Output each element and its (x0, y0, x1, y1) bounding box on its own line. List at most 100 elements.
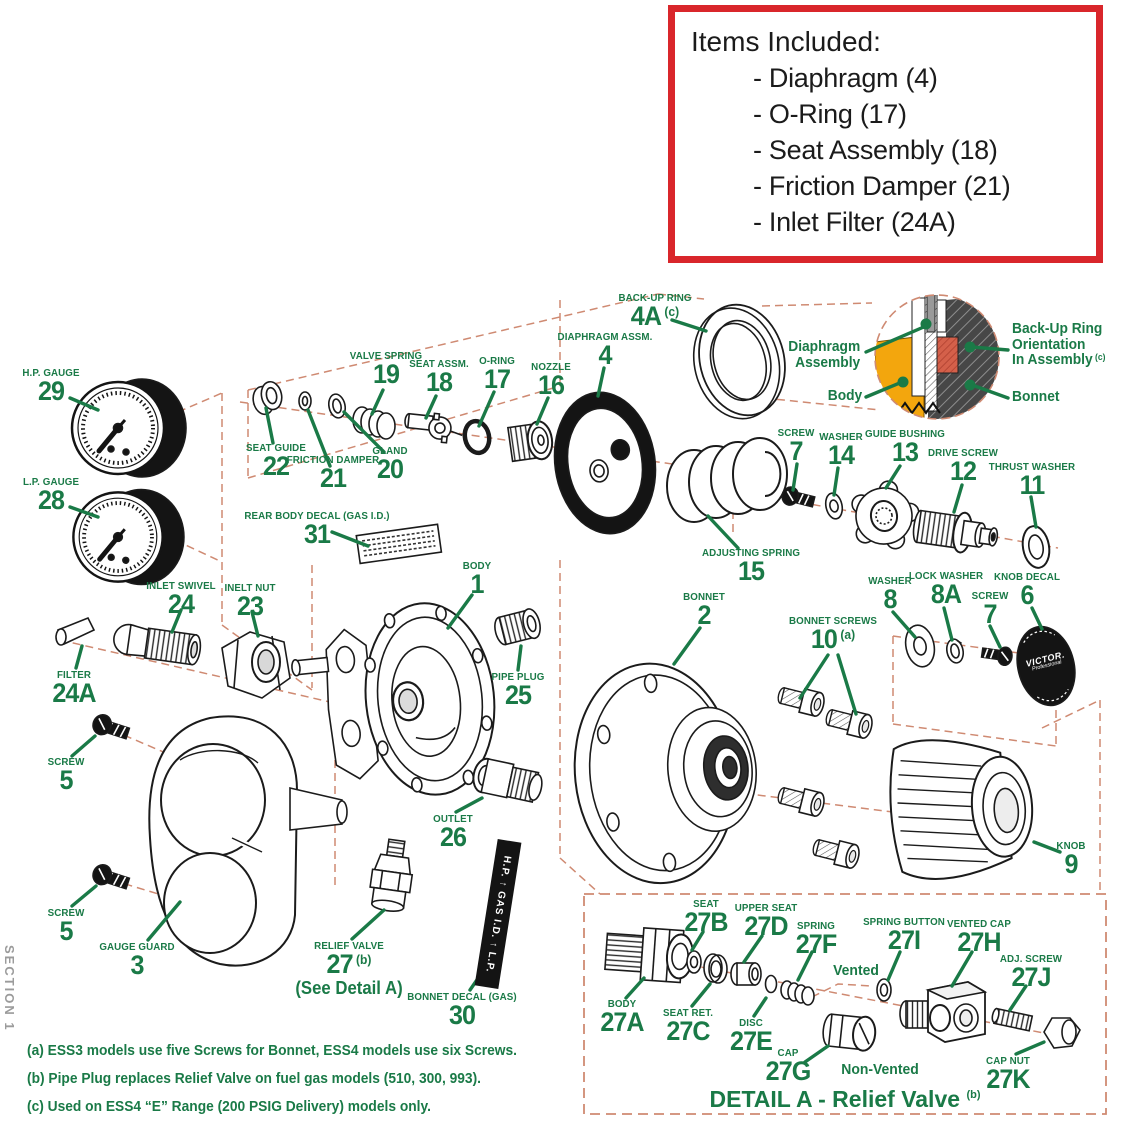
label-diaphragm-assm: DIAPHRAGM ASSM.4 (557, 331, 653, 370)
label-27b-seat-leader (690, 930, 705, 952)
footnotes: (a) ESS3 models use five Screws for Bonn… (27, 1038, 517, 1121)
label-27f-spring-leader (796, 950, 814, 982)
label-relief-valve-leader (350, 908, 386, 941)
callout-bonnet-leader (970, 383, 1010, 400)
label-friction-damper-leader (306, 408, 332, 468)
label-27a-body-leader (624, 976, 646, 1000)
label-rear-body-decal-leader (330, 530, 370, 548)
callout-body: Body (827, 388, 863, 404)
callout-backup-orientation-leader (970, 345, 1010, 352)
label-nozzle-leader (535, 396, 550, 426)
detail-a-title-text: DETAIL A - Relief Valve (709, 1086, 961, 1112)
footnote-b: (b) Pipe Plug replaces Relief Valve on f… (27, 1070, 481, 1087)
label-rear-body-decal: REAR BODY DECAL (GAS I.D.)31 (244, 510, 390, 549)
label-27j-adj-screw-leader (1008, 984, 1028, 1012)
label-lock-washer-leader (942, 606, 954, 642)
item-seat-assembly: - Seat Assembly (18) (753, 135, 998, 165)
footnote-a: (a) ESS3 models use five Screws for Bonn… (27, 1043, 517, 1059)
item-friction-damper: - Friction Damper (21) (753, 171, 1011, 201)
detail-a-title: DETAIL A - Relief Valve (b) (710, 1086, 981, 1113)
detail-a-box (583, 893, 1107, 1115)
callout-bonnet: Bonnet (1012, 389, 1060, 405)
label-adjusting-spring-leader (706, 514, 740, 550)
label-lp-gauge-leader (68, 505, 100, 519)
label-knob-leader (1032, 840, 1062, 854)
label-thrust-washer-leader (1029, 495, 1038, 529)
label-body-leader (446, 593, 474, 630)
label-27k-cap-nut-leader (1014, 1040, 1046, 1056)
footnote-c: (c) Used on ESS4 “E” Range (200 PSIG Del… (27, 1098, 431, 1115)
label-27c-seat-ret-leader (690, 982, 712, 1008)
label-27e-disc-leader (752, 996, 768, 1018)
detail-a-title-sup: (b) (966, 1089, 981, 1101)
label-washer-8-leader (891, 610, 917, 639)
label-27d-upper-seat-leader (742, 934, 764, 964)
label-27h-vented-cap-leader (950, 950, 974, 988)
label-outlet-leader (454, 796, 484, 814)
label-seat-assm: SEAT ASSM.18 (409, 358, 469, 397)
label-screw-5b-leader (70, 884, 98, 908)
label-valve-spring-leader (370, 388, 385, 416)
label-drive-screw-leader (952, 483, 964, 514)
label-diaphragm-assm-leader (596, 366, 606, 398)
label-screw-5a-leader (70, 734, 97, 758)
items-included-box: Items Included: - Diaphragm (4) - O-Ring… (668, 5, 1103, 263)
label-pipe-plug-leader (516, 644, 523, 672)
items-included-title: Items Included: (691, 26, 881, 57)
label-gauge-guard-leader (146, 900, 182, 942)
label-seat-assm-leader (424, 394, 438, 420)
label-inlet-swivel-leader (170, 608, 183, 634)
label-27i-spring-button-leader (886, 950, 902, 982)
label-27c-seat-ret: SEAT RET.27C (662, 1007, 714, 1046)
word-vented: Vented (833, 962, 879, 979)
label-bonnet-decal: BONNET DECAL (GAS)30 (407, 991, 517, 1030)
section-label: SECTION 1 (2, 945, 17, 1032)
label-seat-guide-leader (264, 406, 275, 445)
label-o-ring-leader (477, 390, 496, 428)
item-diaphragm: - Diaphragm (4) (753, 63, 938, 93)
label-gland-leader (342, 410, 386, 454)
backup-ring-inset (874, 294, 1000, 420)
label-screw-7a-leader (791, 462, 799, 492)
callout-body-leader (864, 380, 904, 399)
label-bonnet-leader (672, 626, 702, 666)
